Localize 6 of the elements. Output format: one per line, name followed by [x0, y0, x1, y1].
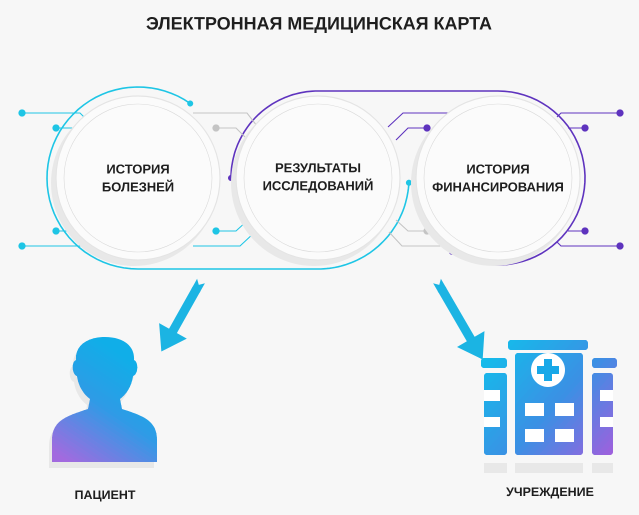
circle-node: ИСТОРИЯ ФИНАНСИРОВАНИЯ [411, 95, 581, 266]
circle-node: РЕЗУЛЬТАТЫ ИССЛЕДОВАНИЙ [231, 95, 401, 266]
circle-node: ИСТОРИЯ БОЛЕЗНЕЙ [51, 95, 221, 266]
node-label: УЧРЕЖДЕНИЕ [506, 487, 594, 499]
title: ЭЛЕКТРОННАЯ МЕДИЦИНСКАЯ КАРТА [146, 16, 492, 34]
node-label: ПАЦИЕНТ [75, 490, 136, 502]
